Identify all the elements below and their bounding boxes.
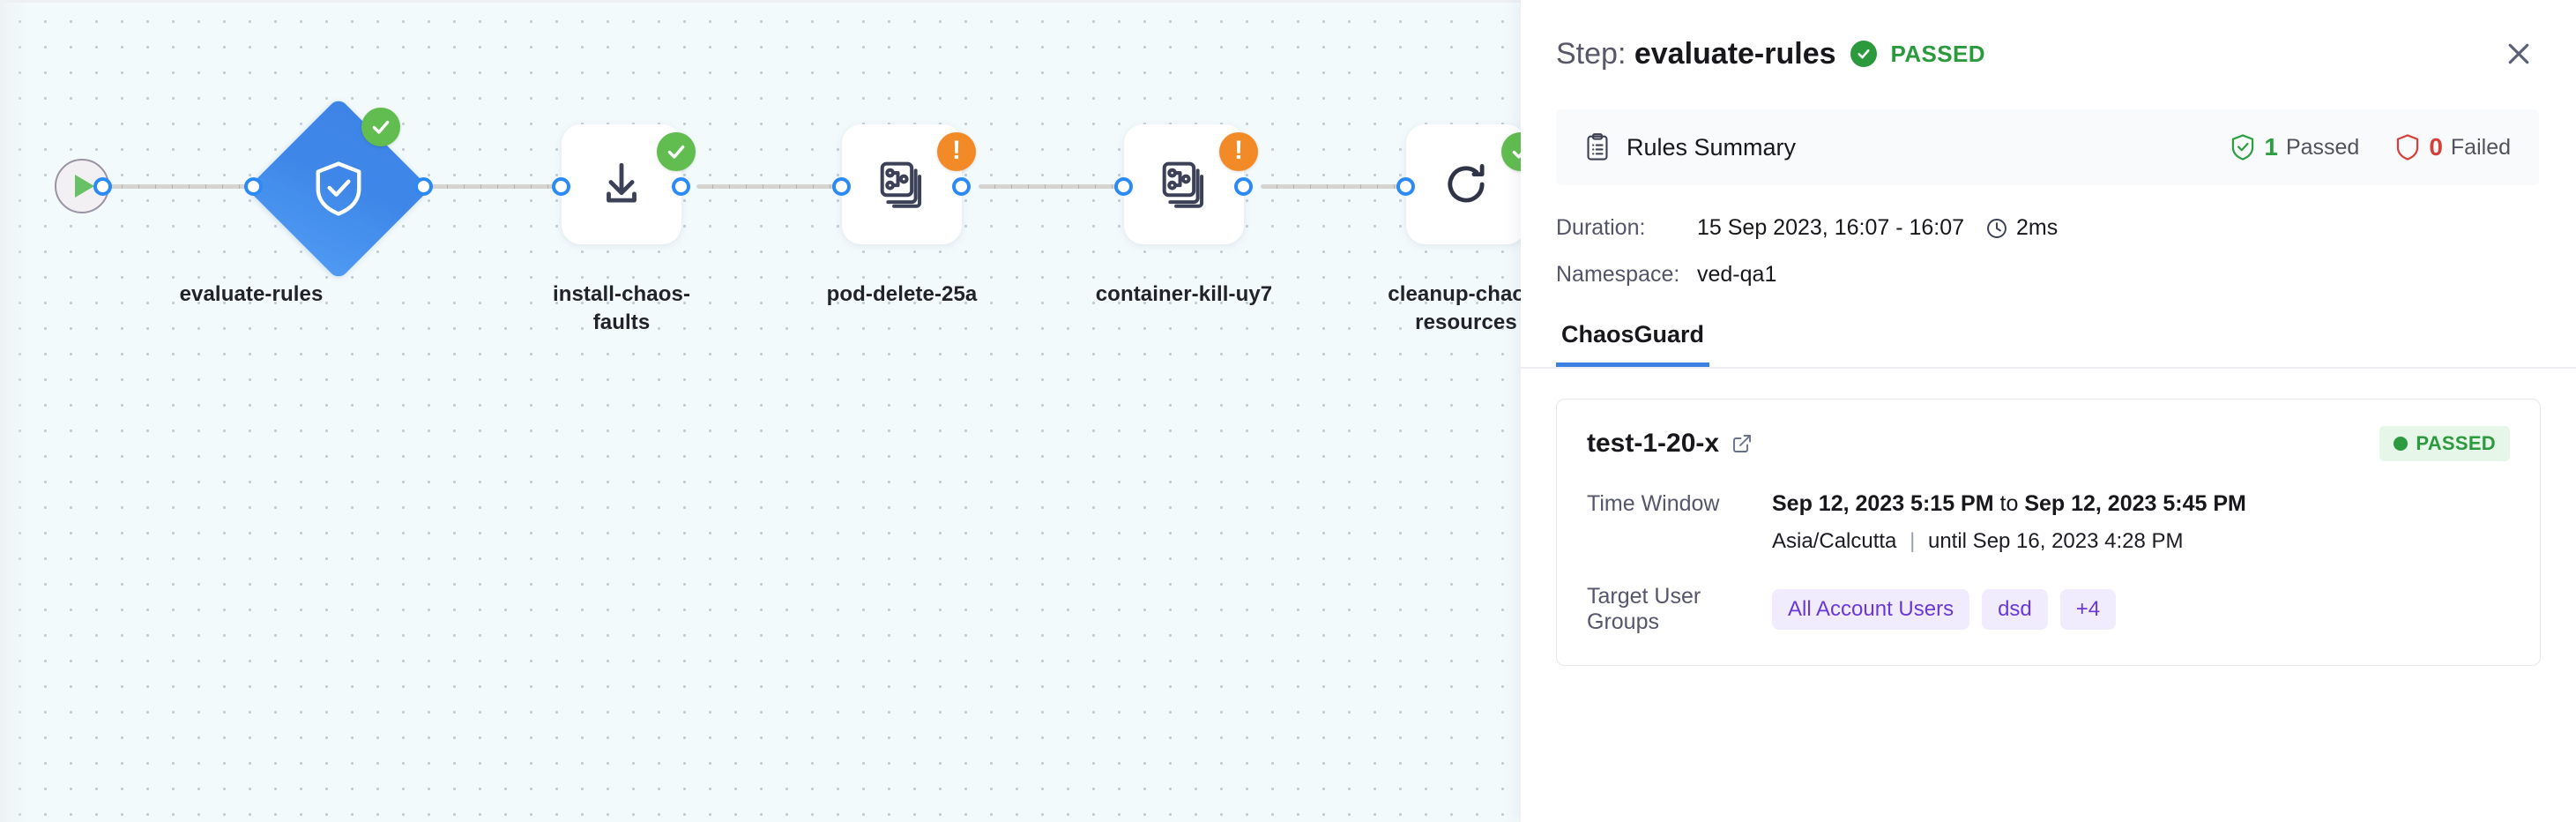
status-badge: PASSED (1890, 40, 1985, 67)
duration-ms: 2ms (2016, 215, 2059, 240)
pipeline-node-evaluate-rules[interactable] (247, 97, 430, 280)
rules-passed-count: 1 (2264, 133, 2278, 161)
rules-failed-count: 0 (2429, 133, 2443, 161)
external-link-icon[interactable] (1731, 433, 1753, 454)
connector-rail (414, 184, 586, 189)
chaos-experiment-icon (880, 161, 922, 208)
port[interactable] (244, 177, 263, 196)
time-window-joiner: to (1999, 491, 2019, 516)
check-circle-icon (1850, 41, 1877, 67)
chaos-experiment-icon (1162, 161, 1204, 208)
time-window-timezone: Asia/Calcutta (1772, 529, 1897, 553)
time-window-range: Sep 12, 2023 5:15 PM to Sep 12, 2023 5:4… (1772, 491, 2246, 517)
rules-failed-metric: 0 Failed (2394, 133, 2511, 161)
step-detail-panel: Step: evaluate-rules PASSED Rules Summar… (1521, 0, 2576, 822)
canvas-top-divider (0, 0, 1521, 3)
time-window-until: until Sep 16, 2023 4:28 PM (1927, 529, 2184, 553)
port[interactable] (1114, 177, 1133, 196)
port[interactable] (552, 177, 570, 196)
shield-check-icon (2232, 134, 2254, 161)
detail-value: 15 Sep 2023, 16:07 - 16:07 2ms (1697, 215, 2058, 241)
panel-tabs: ChaosGuard (1521, 309, 2576, 369)
clipboard-icon (1587, 133, 1608, 161)
clock-icon (1987, 218, 2006, 238)
port[interactable] (93, 177, 112, 196)
play-icon (74, 175, 94, 198)
card-key: Time Window (1587, 491, 1720, 516)
shield-check-icon (247, 97, 430, 280)
time-window-start: Sep 12, 2023 5:15 PM (1772, 491, 1994, 516)
duration-range: 15 Sep 2023, 16:07 - 16:07 (1697, 215, 1965, 240)
time-window-end: Sep 12, 2023 5:45 PM (2024, 491, 2246, 516)
check-circle-icon (1501, 132, 1521, 171)
step-name: evaluate-rules (1634, 36, 1836, 71)
divider-glyph: | (1910, 529, 1916, 553)
card-row-target-user-groups: Target User Groups All Account Users dsd… (1587, 584, 2510, 635)
port[interactable] (832, 177, 851, 196)
check-circle-icon (657, 132, 696, 171)
check-circle-icon (361, 108, 400, 146)
rules-summary-card: Rules Summary 1 Passed 0 Fail (1556, 109, 2539, 185)
refresh-icon (1448, 164, 1485, 203)
connector-rail (979, 184, 1124, 189)
card-header: test-1-20-x PASSED (1587, 426, 2510, 461)
rules-passed-label: Passed (2285, 134, 2360, 160)
card-row-time-window: Time Window Sep 12, 2023 5:15 PM to Sep … (1587, 491, 2510, 554)
rules-summary-title: Rules Summary (1627, 133, 1797, 161)
step-details: Duration: 15 Sep 2023, 16:07 - 16:07 2ms… (1521, 185, 2576, 288)
status-dot-icon (2394, 437, 2408, 451)
node-label: container-kill-uy7 (1095, 282, 1273, 306)
rules-summary-left: Rules Summary (1584, 133, 1796, 161)
node-label: install-chaos-faults (552, 282, 691, 334)
port[interactable] (672, 177, 690, 196)
tab-chaosguard[interactable]: ChaosGuard (1556, 309, 1710, 367)
list-item[interactable]: dsd (1982, 589, 2048, 630)
port[interactable] (952, 177, 971, 196)
connector-rail (696, 184, 838, 189)
user-group-chips: All Account Users dsd +4 (1772, 584, 2117, 635)
port[interactable] (1396, 177, 1415, 196)
close-icon[interactable] (2498, 34, 2539, 74)
rules-passed-metric: 1 Passed (2230, 133, 2359, 161)
detail-row-namespace: Namespace: ved-qa1 (1556, 262, 2541, 288)
port[interactable] (1234, 177, 1253, 196)
status-badge: PASSED (2379, 426, 2510, 461)
node-label: cleanup-chaos-resources (1388, 282, 1521, 334)
rule-name: test-1-20-x (1587, 429, 1720, 458)
detail-key: Namespace: (1556, 262, 1680, 287)
list-item[interactable]: +4 (2059, 589, 2117, 630)
pipeline-canvas[interactable]: evaluate-rules install-chaos-faults (0, 0, 1521, 822)
card-value: Sep 12, 2023 5:15 PM to Sep 12, 2023 5:4… (1772, 491, 2246, 554)
detail-key: Duration: (1556, 215, 1646, 240)
chaosguard-rule-card: test-1-20-x PASSED Time Window Sep 12, 2 (1556, 399, 2541, 666)
canvas-left-shade (0, 0, 26, 822)
status-badge-text: PASSED (2416, 432, 2496, 454)
exclamation-circle-icon: ! (937, 132, 976, 171)
detail-row-duration: Duration: 15 Sep 2023, 16:07 - 16:07 2ms (1556, 215, 2541, 241)
detail-value: ved-qa1 (1697, 262, 1777, 287)
node-label: evaluate-rules (179, 282, 324, 306)
download-icon (607, 162, 637, 203)
card-key: Target User Groups (1587, 584, 1701, 634)
node-label: pod-delete-25a (826, 282, 978, 306)
list-item[interactable]: All Account Users (1772, 589, 1970, 630)
connector-rail (106, 184, 266, 189)
connector-rail (1261, 184, 1406, 189)
page-title: Step: evaluate-rules (1556, 37, 1836, 71)
step-label: Step: (1556, 36, 1627, 71)
panel-header: Step: evaluate-rules PASSED (1521, 0, 2576, 74)
duration-elapsed: 2ms (1985, 215, 2058, 241)
port[interactable] (414, 177, 433, 196)
exclamation-circle-icon: ! (1219, 132, 1258, 171)
shield-alert-icon (2397, 134, 2419, 161)
rules-summary-metrics: 1 Passed 0 Failed (2230, 133, 2511, 161)
exclamation-glyph: ! (1234, 136, 1243, 165)
time-window-subline: Asia/Calcutta | until Sep 16, 2023 4:28 … (1772, 529, 2246, 554)
rules-failed-label: Failed (2450, 134, 2511, 160)
exclamation-glyph: ! (952, 136, 961, 165)
